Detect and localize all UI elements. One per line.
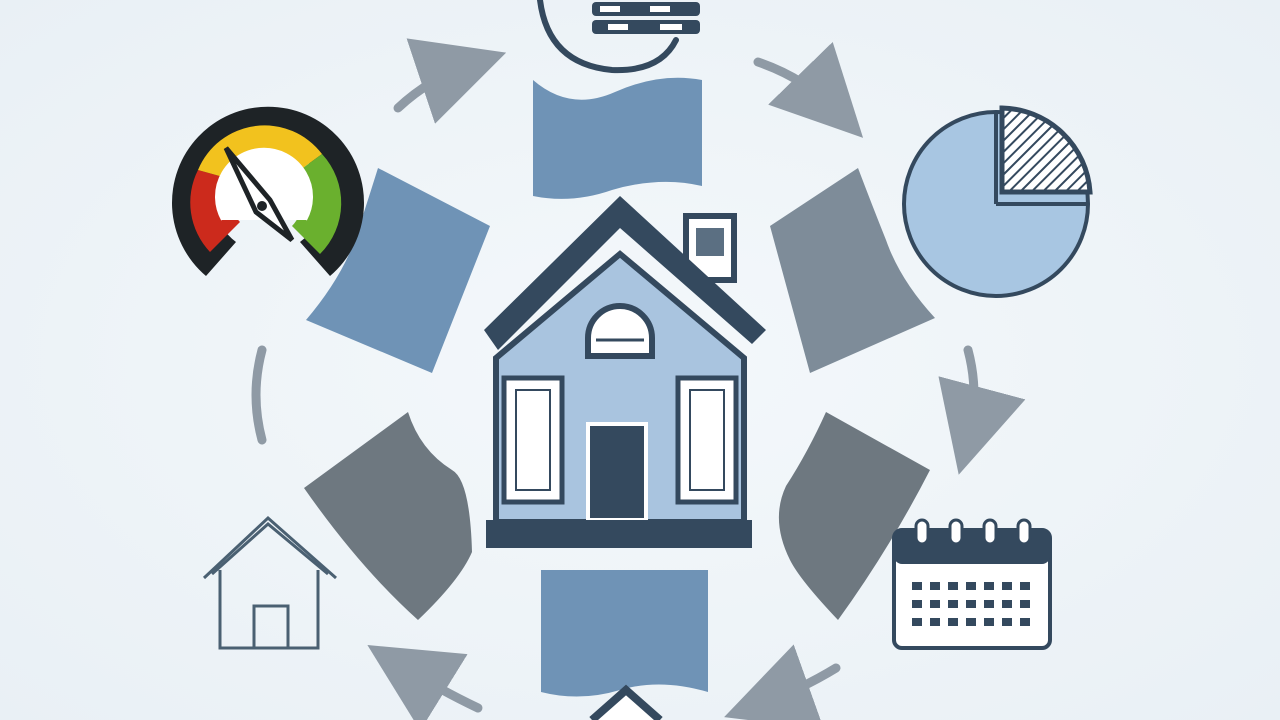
house-roof-icon: [589, 684, 663, 720]
panel-top: [533, 77, 702, 199]
gauge-needle: [223, 146, 295, 242]
arrow-top-right: [753, 41, 864, 138]
house-attic-window: [585, 303, 655, 359]
panel-lower-left: [304, 412, 472, 620]
arrow-left: [251, 345, 267, 445]
house-outline-icon: [202, 515, 337, 650]
panel-upper-right: [770, 168, 935, 373]
house-icon: [484, 196, 766, 548]
panel-upper-left: [306, 168, 490, 373]
house-door: [586, 422, 648, 522]
arrow-top-left: [393, 38, 507, 124]
calendar-icon: [892, 518, 1052, 650]
cycle-arrows: [251, 38, 1026, 720]
house-chimney-window: [696, 228, 724, 256]
pie-hatched-slice: [999, 105, 1093, 195]
arrow-bottom-left: [367, 645, 483, 720]
pie-chart-icon: [902, 105, 1093, 298]
arrow-bottom-right: [724, 644, 841, 720]
arrow-right: [938, 345, 1026, 475]
panel-lower-right: [778, 412, 930, 620]
connector-panels: [304, 77, 935, 697]
panel-bottom: [541, 570, 708, 697]
gauge-meter-icon: [172, 106, 364, 277]
house-base: [486, 520, 752, 548]
coin-stack-icon: [537, 0, 700, 74]
house-roof: [484, 196, 766, 350]
